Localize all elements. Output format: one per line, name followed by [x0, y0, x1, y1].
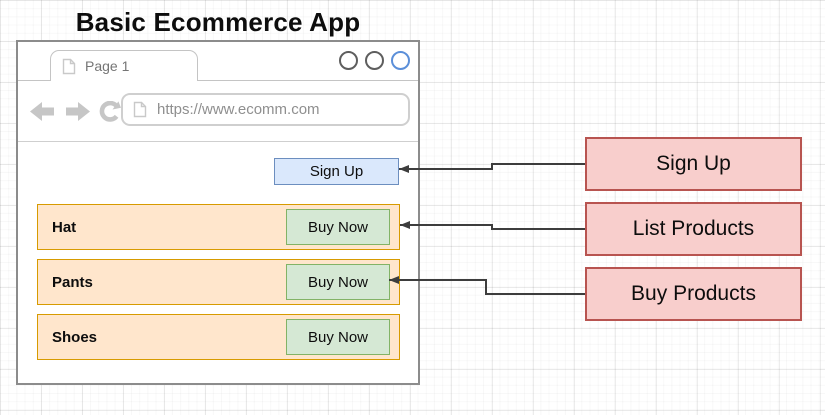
buy-now-button-hat[interactable]: Buy Now — [286, 209, 390, 245]
diagram-title: Basic Ecommerce App — [75, 7, 361, 37]
arrow-sign-up — [399, 163, 585, 173]
buy-now-button-pants[interactable]: Buy Now — [286, 264, 390, 300]
product-row-shoes: Shoes Buy Now — [37, 314, 400, 360]
product-row-hat: Hat Buy Now — [37, 204, 400, 250]
window-controls — [339, 51, 410, 70]
window-control-circle-2[interactable] — [365, 51, 384, 70]
product-name: Pants — [52, 273, 93, 291]
tabbar-divider — [18, 80, 418, 81]
signup-button[interactable]: Sign Up — [274, 158, 399, 185]
tab-page-icon — [62, 58, 76, 74]
product-name: Hat — [52, 218, 77, 236]
product-name: Shoes — [52, 328, 98, 346]
url-page-icon — [133, 101, 147, 118]
url-bar[interactable]: https://www.ecomm.com — [121, 93, 410, 126]
arrow-list-products — [400, 221, 585, 230]
product-row-pants: Pants Buy Now — [37, 259, 400, 305]
forward-icon[interactable] — [64, 101, 90, 121]
tab-label: Page 1 — [85, 58, 130, 74]
browser-window: Page 1 — [16, 40, 420, 385]
url-text: https://www.ecomm.com — [157, 101, 320, 118]
nav-icons — [30, 81, 121, 141]
annotation-sign-up: Sign Up — [585, 137, 802, 191]
annotation-buy-products: Buy Products — [585, 267, 802, 321]
browser-tab[interactable]: Page 1 — [50, 50, 198, 81]
window-control-circle-1[interactable] — [339, 51, 358, 70]
window-control-circle-active[interactable] — [391, 51, 410, 70]
refresh-icon[interactable] — [98, 100, 121, 122]
browser-toolbar: https://www.ecomm.com — [18, 81, 418, 142]
buy-now-button-shoes[interactable]: Buy Now — [286, 319, 390, 355]
back-icon[interactable] — [30, 101, 56, 121]
annotation-list-products: List Products — [585, 202, 802, 256]
